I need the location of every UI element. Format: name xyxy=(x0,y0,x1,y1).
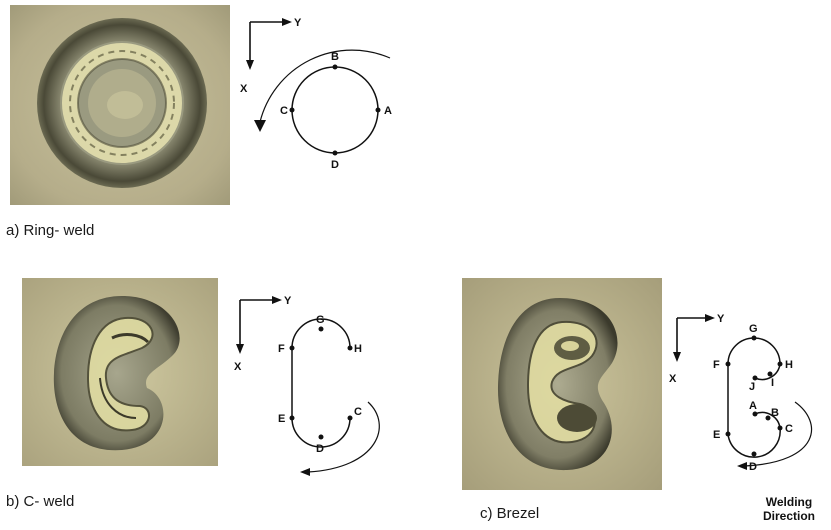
welding-direction-arrowhead-icon xyxy=(737,462,747,470)
point-label-d: D xyxy=(316,443,324,455)
point-label-b: B xyxy=(331,51,339,63)
y-axis-label: Y xyxy=(294,17,302,29)
y-axis-arrowhead-icon xyxy=(282,18,292,26)
brezel-weld-path xyxy=(728,338,780,457)
ring-weld-caption: a) Ring- weld xyxy=(6,222,94,239)
point-label-i: I xyxy=(771,377,774,389)
ring-weld-photo-graphic xyxy=(10,5,230,205)
point-label-d: D xyxy=(749,461,757,473)
y-axis-arrowhead-icon xyxy=(272,296,282,304)
welding-direction-label-line2: Direction xyxy=(748,509,830,523)
x-axis-arrowhead-icon xyxy=(236,344,244,354)
brezel-weld-caption: c) Brezel xyxy=(480,505,539,522)
c-weld-photo-graphic xyxy=(22,278,218,466)
brezel-weld-photo-graphic xyxy=(462,278,662,490)
point-label-a: A xyxy=(749,400,757,412)
ring-weld-diagram: X Y A B C D xyxy=(238,10,418,180)
ring-weld-path xyxy=(292,67,378,153)
point-label-c: C xyxy=(785,423,793,435)
point-label-g: G xyxy=(316,314,325,326)
point-label-e: E xyxy=(278,413,285,425)
x-axis-label: X xyxy=(240,83,248,95)
y-axis-label: Y xyxy=(284,295,292,307)
x-axis-arrowhead-icon xyxy=(673,352,681,362)
point-label-e: E xyxy=(713,429,720,441)
c-weld-caption: b) C- weld xyxy=(6,493,74,510)
x-axis-label: X xyxy=(669,373,677,385)
welding-direction-arrowhead-icon xyxy=(254,120,266,132)
point-label-h: H xyxy=(785,359,793,371)
point-label-f: F xyxy=(713,359,720,371)
welding-direction-arrowhead-icon xyxy=(300,468,310,476)
brezel-weld-photo xyxy=(462,278,662,490)
y-axis-label: Y xyxy=(717,313,725,325)
welding-direction-label: Welding Direction xyxy=(748,495,830,523)
point-label-b: B xyxy=(771,407,779,419)
brezel-weld-diagram: X Y A B C D E F G H I J xyxy=(665,306,831,474)
ring-weld-photo xyxy=(10,5,230,205)
point-label-h: H xyxy=(354,343,362,355)
point-label-d: D xyxy=(331,159,339,171)
point-label-g: G xyxy=(749,323,758,335)
point-label-c: C xyxy=(354,406,362,418)
point-label-j: J xyxy=(749,381,755,393)
c-weld-photo xyxy=(22,278,218,466)
c-weld-diagram: X Y C D E F G H xyxy=(228,290,398,490)
point-label-a: A xyxy=(384,105,392,117)
welding-direction-label-line1: Welding xyxy=(748,495,830,509)
x-axis-arrowhead-icon xyxy=(246,60,254,70)
x-axis-label: X xyxy=(234,361,242,373)
c-weld-path xyxy=(292,319,350,447)
point-label-f: F xyxy=(278,343,285,355)
point-label-c: C xyxy=(280,105,288,117)
y-axis-arrowhead-icon xyxy=(705,314,715,322)
